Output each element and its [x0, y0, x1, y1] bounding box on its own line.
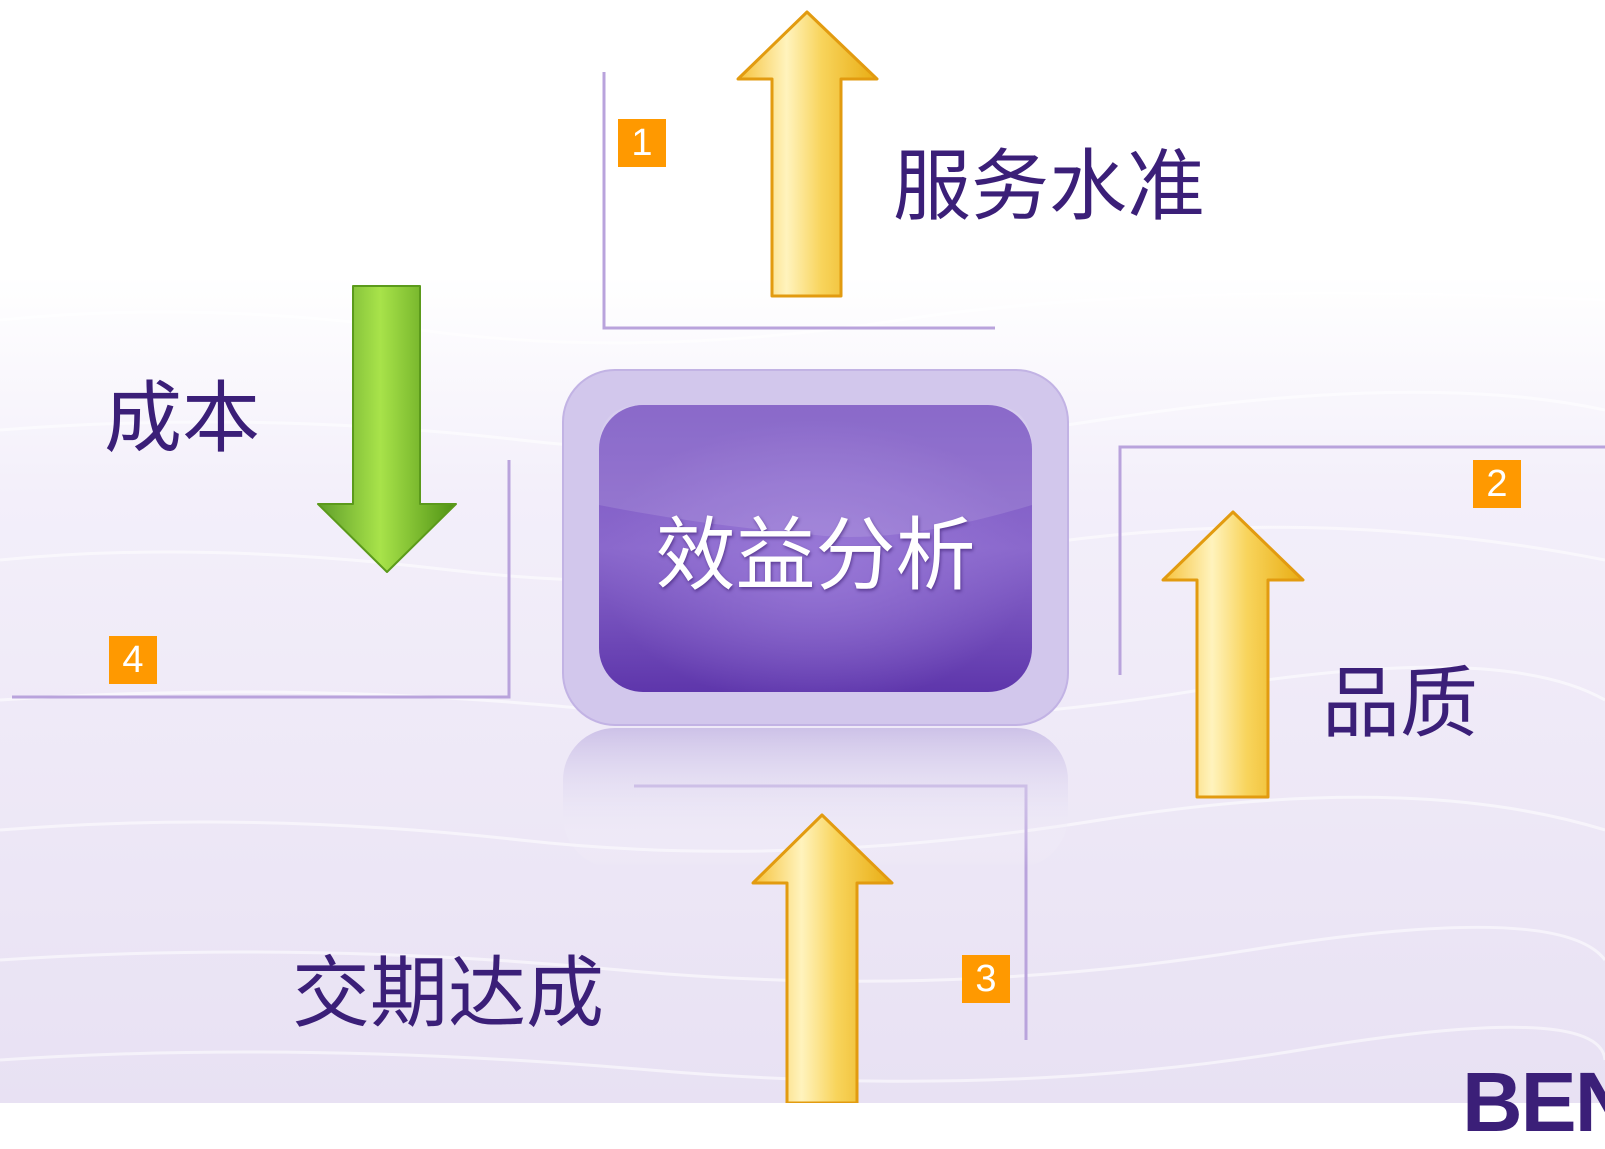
arrow-up-2	[1161, 510, 1305, 799]
arrow-up-3	[751, 813, 894, 1103]
item-label-quality: 品质	[1322, 659, 1479, 749]
item-label-delivery: 交期达成	[292, 949, 605, 1039]
connector-1	[602, 72, 995, 330]
center-box	[562, 369, 1069, 868]
diagram-graphics	[0, 0, 1605, 1103]
connector-4	[12, 460, 511, 699]
item-label-cost: 成本	[104, 374, 261, 464]
item-label-service-level: 服务水准	[893, 142, 1206, 232]
connector-2	[1118, 445, 1605, 675]
center-label: 效益分析	[655, 508, 976, 602]
item-number-badge-4: 4	[109, 636, 157, 684]
arrow-up-1	[736, 10, 879, 298]
item-number-badge-3: 3	[962, 955, 1010, 1003]
arrow-down-4	[317, 285, 457, 573]
item-number-badge-1: 1	[618, 119, 666, 167]
brand-logo: BEN	[1462, 1055, 1605, 1149]
item-number-badge-2: 2	[1473, 460, 1521, 508]
